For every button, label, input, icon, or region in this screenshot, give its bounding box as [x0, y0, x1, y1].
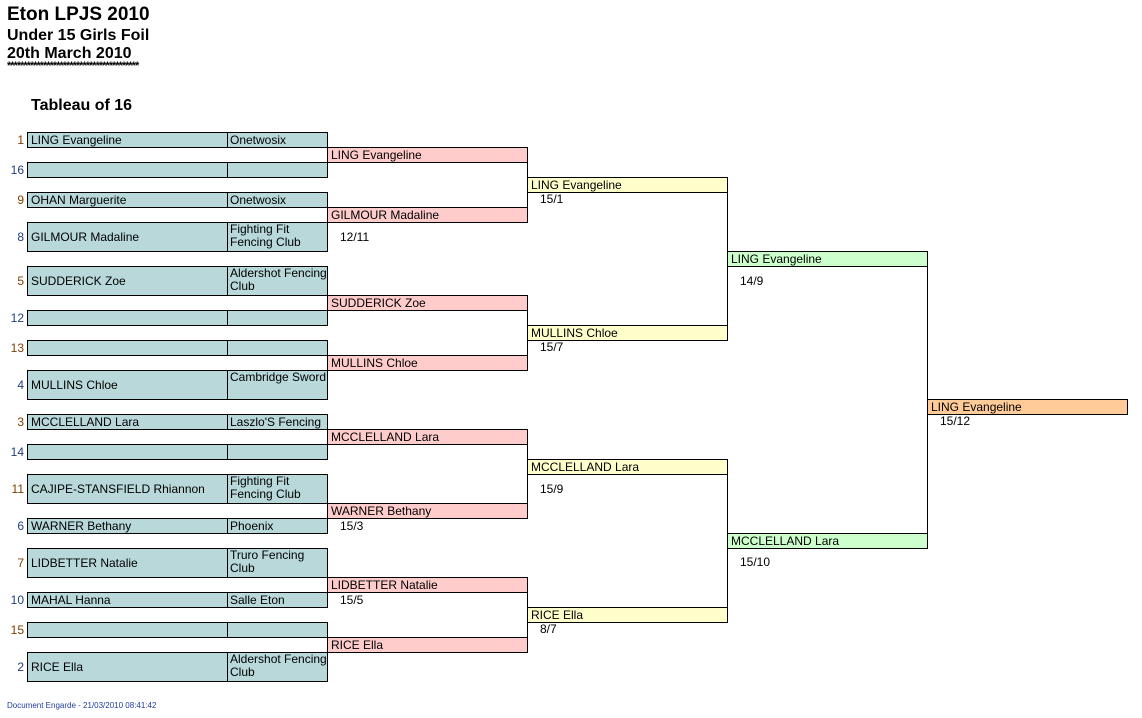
bout-score: 15/9 [540, 482, 564, 496]
fencer-club: Fighting Fit Fencing Club [227, 222, 328, 252]
fencer-name: MCCLELLAND Lara [27, 414, 228, 430]
bout-score: 12/11 [340, 230, 370, 244]
event-name: Under 15 Girls Foil [7, 27, 150, 44]
bracket-line [527, 444, 528, 504]
seed-number: 1 [17, 132, 24, 147]
bout-winner-round3: LING Evangeline [527, 177, 728, 193]
bout-score: 15/7 [540, 340, 564, 354]
fencer-name [27, 162, 228, 178]
bout-winner-round2: SUDDERICK Zoe [327, 295, 528, 311]
seed-number: 11 [11, 481, 24, 496]
fencer-name: SUDDERICK Zoe [27, 266, 228, 296]
bout-winner-round4: LING Evangeline [727, 251, 928, 267]
bout-winner-round2: LIDBETTER Natalie [327, 577, 528, 593]
bout-score: 8/7 [540, 622, 557, 636]
footer: Document Engarde - 21/03/2010 08:41:42 [7, 701, 157, 710]
seed-number: 15 [10, 622, 24, 637]
competition-title: Eton LPJS 2010 [7, 4, 150, 25]
bracket-line [727, 474, 728, 608]
fencer-club [227, 310, 328, 326]
tableau-heading: Tableau of 16 [31, 97, 133, 114]
fencer-club: Onetwosix [227, 192, 328, 208]
divider-stars: **************************************** [7, 60, 139, 72]
bout-winner-round2: LING Evangeline [327, 147, 528, 163]
bout-winner-round2: MCCLELLAND Lara [327, 429, 528, 445]
fencer-name [27, 340, 228, 356]
fencer-club [227, 162, 328, 178]
fencer-club: Truro Fencing Club [227, 548, 328, 578]
fencer-club: Phoenix [227, 518, 328, 534]
fencer-club: Laszlo'S Fencing [227, 414, 328, 430]
fencer-club [227, 622, 328, 638]
bracket-line [527, 592, 528, 638]
seed-number: 16 [10, 162, 24, 177]
fencer-name [27, 310, 228, 326]
seed-number: 7 [17, 555, 24, 570]
fencer-club: Cambridge Sword [227, 370, 328, 400]
seed-number: 3 [17, 414, 24, 429]
bout-winner-round4: MCCLELLAND Lara [727, 533, 928, 549]
seed-number: 12 [10, 310, 24, 325]
bout-score: 15/10 [740, 555, 771, 569]
fencer-club: Onetwosix [227, 132, 328, 148]
seed-number: 10 [10, 592, 24, 607]
fencer-club: Aldershot Fencing Club [227, 266, 328, 296]
bout-score: 14/9 [740, 274, 764, 288]
fencer-club [227, 444, 328, 460]
bracket-line [527, 310, 528, 356]
bout-score: 15/5 [340, 593, 364, 607]
bout-winner-round2: MULLINS Chloe [327, 355, 528, 371]
fencer-club: Fighting Fit Fencing Club [227, 474, 328, 504]
bout-winner-round2: WARNER Bethany [327, 503, 528, 519]
bout-winner-round2: GILMOUR Madaline [327, 207, 528, 223]
bout-winner-round3: RICE Ella [527, 607, 728, 623]
bout-score: 15/1 [540, 192, 564, 206]
fencer-name: OHAN Marguerite [27, 192, 228, 208]
fencer-name: CAJIPE-STANSFIELD Rhiannon [27, 474, 228, 504]
fencer-name: LIDBETTER Natalie [27, 548, 228, 578]
fencer-club: Aldershot Fencing Club [227, 652, 328, 682]
event-date: 20th March 2010 [7, 45, 132, 62]
fencer-name [27, 444, 228, 460]
fencer-name: MULLINS Chloe [27, 370, 228, 400]
fencer-name: MAHAL Hanna [27, 592, 228, 608]
bout-winner-round2: RICE Ella [327, 637, 528, 653]
fencer-club [227, 340, 328, 356]
seed-number: 2 [17, 659, 24, 674]
seed-number: 9 [17, 192, 24, 207]
fencer-name: RICE Ella [27, 652, 228, 682]
seed-number: 6 [17, 518, 24, 533]
seed-number: 14 [10, 444, 24, 459]
bracket-line [527, 162, 528, 208]
bout-winner-round3: MCCLELLAND Lara [527, 459, 728, 475]
bout-winner-final: LING Evangeline [927, 399, 1128, 415]
bracket-line [727, 192, 728, 326]
fencer-name [27, 622, 228, 638]
fencer-name: GILMOUR Madaline [27, 222, 228, 252]
fencer-name: WARNER Bethany [27, 518, 228, 534]
bout-score: 15/3 [340, 519, 364, 533]
bout-score: 15/12 [940, 414, 971, 428]
fencer-name: LING Evangeline [27, 132, 228, 148]
seed-number: 5 [17, 273, 24, 288]
bracket-line [927, 266, 928, 534]
seed-number: 8 [17, 229, 24, 244]
seed-number: 4 [17, 377, 24, 392]
bout-winner-round3: MULLINS Chloe [527, 325, 728, 341]
seed-number: 13 [10, 340, 24, 355]
fencer-club: Salle Eton [227, 592, 328, 608]
